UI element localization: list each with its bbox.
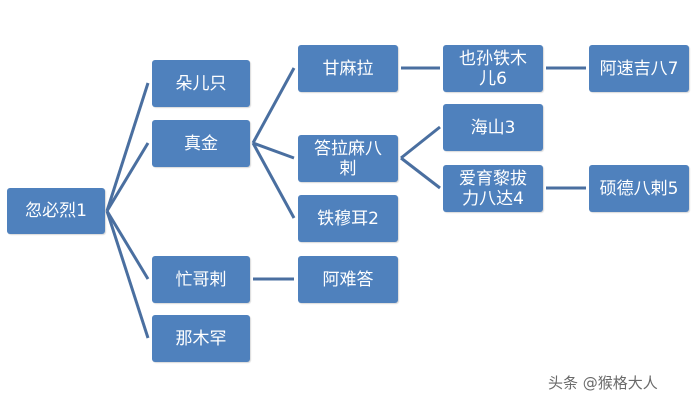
node-zhenjin: 真金	[152, 120, 250, 167]
node-asujiba: 阿速吉八7	[589, 45, 689, 92]
node-shuodebala: 硕德八剌5	[589, 165, 689, 212]
node-doerzhi: 朵儿只	[152, 60, 250, 107]
node-namuhan: 那木罕	[152, 315, 250, 362]
link-dala-aiyu	[400, 156, 441, 190]
link-root-doerzhi	[105, 82, 150, 212]
node-ganmala: 甘麻拉	[298, 45, 398, 92]
link-zhenjin-tiemuer	[251, 142, 296, 219]
node-root: 忽必烈1	[7, 188, 105, 234]
node-manggela: 忙哥剌	[152, 256, 250, 303]
link-root-zhenjin	[105, 142, 150, 212]
node-ananda: 阿难答	[298, 256, 398, 303]
link-root-manggela	[105, 210, 150, 280]
link-root-namuhan	[105, 210, 150, 339]
watermark: 头条 @猴格大人	[548, 374, 658, 392]
node-aiyulibalibada: 爱育黎拔力八达4	[443, 165, 543, 212]
node-haishan: 海山3	[443, 104, 543, 151]
node-tiemuer: 铁穆耳2	[298, 195, 398, 242]
node-dalamabala: 答拉麻八剌	[298, 135, 398, 182]
link-zhenjin-ganmala	[251, 67, 296, 144]
link-zhenjin-dalamabala	[252, 141, 295, 160]
node-yesuntiemuer: 也孙铁木儿6	[443, 45, 543, 92]
link-dala-haishan	[400, 125, 441, 160]
